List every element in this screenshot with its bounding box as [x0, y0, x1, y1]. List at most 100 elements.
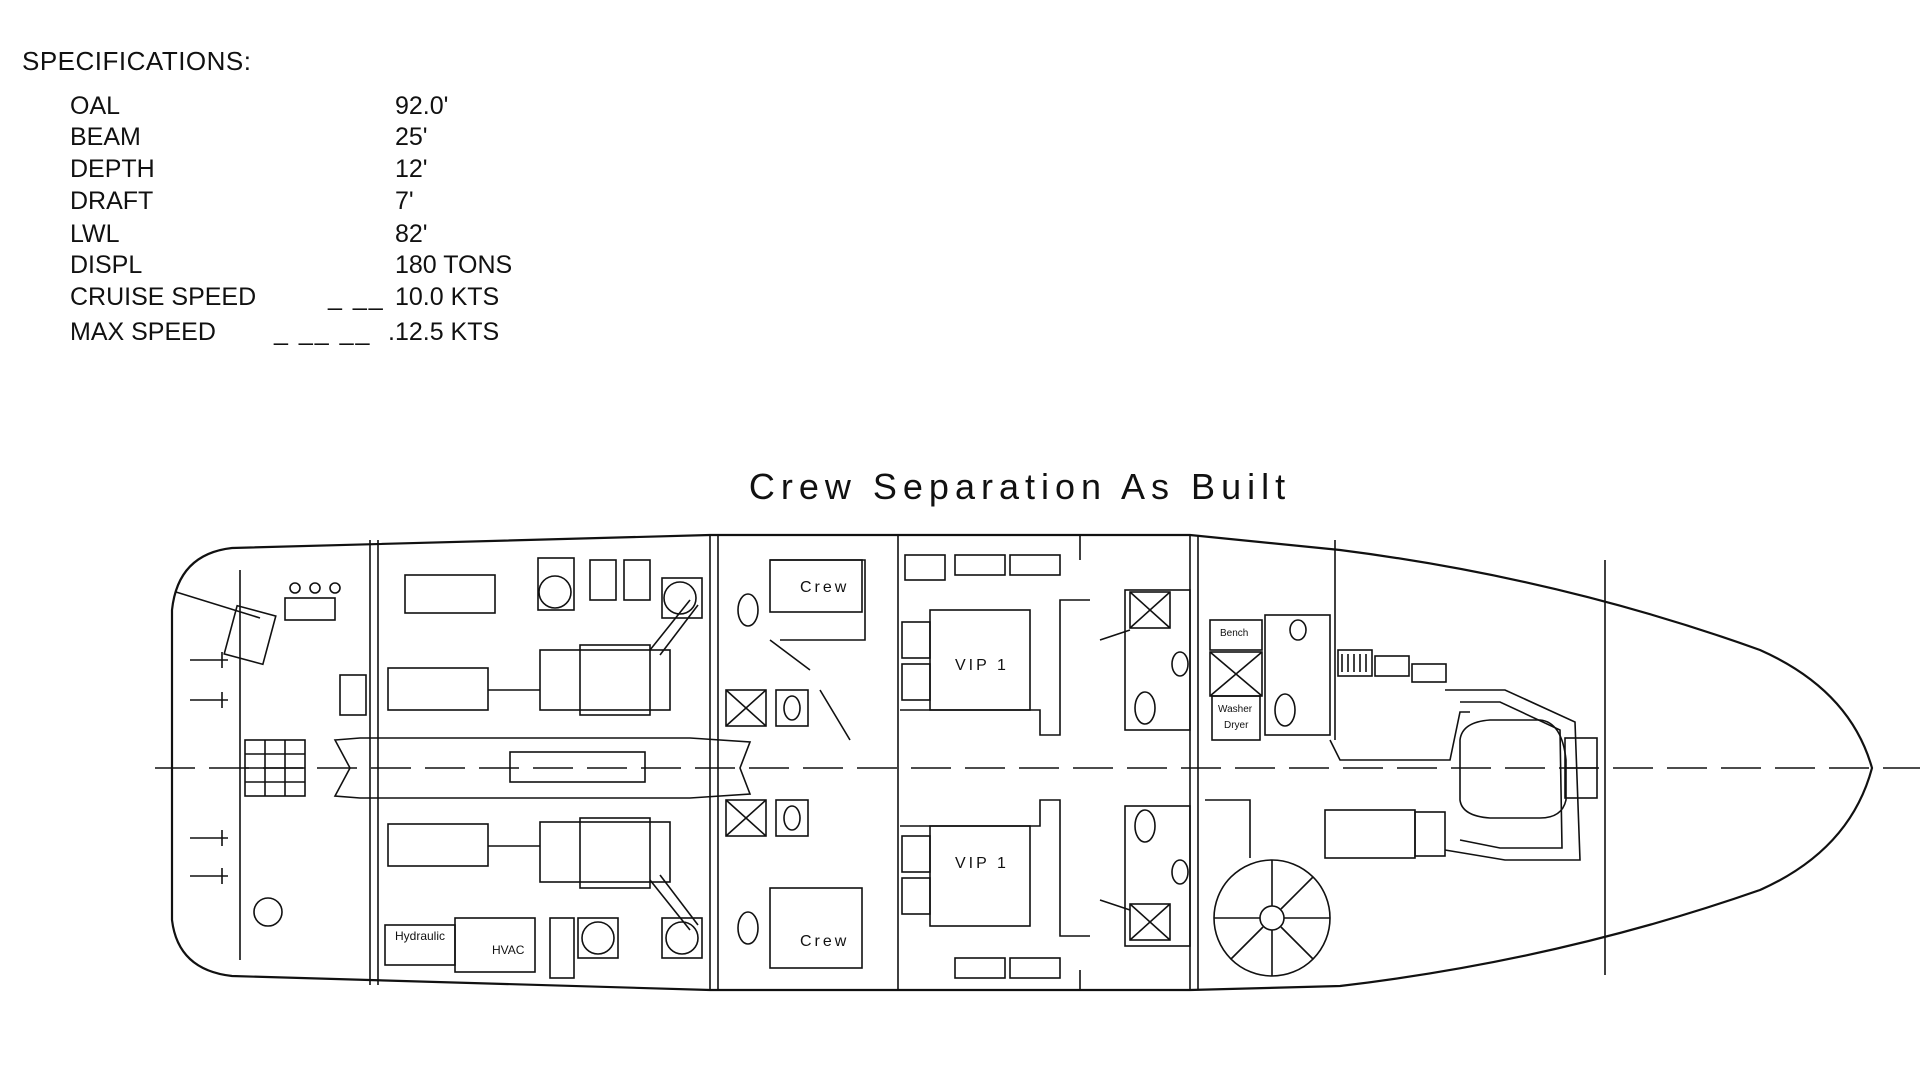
- crew-bunk-bottom: [769, 887, 863, 969]
- shower-mark: [1129, 591, 1171, 629]
- spec-value: 25': [395, 123, 428, 151]
- locker: [223, 604, 277, 666]
- bollard: [190, 659, 228, 877]
- spiral-stair-core: [1259, 905, 1285, 931]
- shower: [1129, 903, 1171, 941]
- spec-label: DRAFT: [70, 187, 154, 215]
- toilet: [1134, 691, 1156, 725]
- forepeak: [1444, 689, 1581, 861]
- exhaust: [659, 604, 699, 656]
- tank-frame: [661, 917, 703, 959]
- door-swing: [1099, 629, 1131, 911]
- tank-frame: [661, 577, 703, 619]
- engine-room-hatch: [509, 751, 646, 783]
- panel: [589, 559, 617, 601]
- vip-nightstand: [901, 663, 931, 701]
- spec-label: DEPTH: [70, 155, 155, 183]
- water-maker: [284, 597, 336, 621]
- sink-bowl: [783, 695, 801, 721]
- closet: [954, 957, 1006, 979]
- storage-rack: [1337, 649, 1373, 677]
- shower-mark: [725, 689, 767, 727]
- vip-nightstand: [901, 621, 931, 659]
- closet: [954, 554, 1006, 576]
- hvac-label: HVAC: [492, 943, 525, 957]
- sink-bowl: [1171, 859, 1189, 885]
- cleat: [329, 582, 341, 594]
- spec-value: 12': [395, 155, 428, 183]
- main-engine: [539, 649, 671, 711]
- tank: [581, 921, 615, 955]
- crew-bunk-top: [769, 559, 863, 613]
- spec-label: BEAM: [70, 123, 141, 151]
- vanity: [904, 554, 946, 581]
- hvac-unit: [454, 917, 536, 973]
- washer-label: Washer: [1218, 704, 1253, 715]
- spec-value: 82': [395, 220, 428, 248]
- tank: [665, 921, 699, 955]
- toilet: [737, 911, 759, 945]
- spec-value: 180 TONS: [395, 251, 513, 279]
- vip-head-top: [1124, 589, 1191, 731]
- toilet: [1134, 809, 1156, 843]
- toilet: [737, 593, 759, 627]
- hull-outline: [170, 533, 1874, 992]
- tank-frame: [537, 557, 575, 611]
- spec-label: CRUISE SPEED: [70, 283, 257, 311]
- vip-label-top: VIP 1: [955, 657, 1009, 674]
- sink-bowl: [783, 805, 801, 831]
- sink: [775, 799, 809, 837]
- sink-bowl: [1289, 619, 1307, 641]
- shower: [725, 799, 767, 837]
- exhaust: [649, 599, 691, 651]
- main-engine: [539, 821, 671, 883]
- cleat: [289, 582, 301, 594]
- vip-label-bottom: VIP 1: [955, 855, 1009, 872]
- vip-nightstand: [901, 835, 931, 873]
- panel: [623, 559, 651, 601]
- panel: [549, 917, 575, 979]
- vip-nightstand: [901, 877, 931, 915]
- crew-label-bottom: Crew: [800, 933, 849, 950]
- anchor-windlass: [1459, 719, 1567, 819]
- spec-value: 7': [395, 187, 414, 215]
- bunk: [1324, 809, 1416, 859]
- storage: [1009, 554, 1061, 576]
- shower-mark: [1209, 651, 1263, 697]
- hydraulic-label: Hydraulic: [395, 929, 445, 943]
- sink: [775, 689, 809, 727]
- vip-bed-bottom: [929, 825, 1031, 927]
- cabinet: [1411, 663, 1447, 683]
- tank-frame: [577, 917, 619, 959]
- spec-leader-dashes: _ __: [328, 283, 385, 311]
- cleat: [309, 582, 321, 594]
- life-raft: [253, 897, 283, 927]
- bench-label: Bench: [1220, 628, 1248, 639]
- forepeak-inner: [1459, 701, 1563, 849]
- vip-cabin-bottom: [900, 799, 1090, 937]
- spec-label: OAL: [70, 92, 121, 120]
- generator: [387, 823, 489, 867]
- diagram-title: Crew Separation As Built: [748, 466, 1292, 507]
- engine-room-corridor: [333, 737, 752, 799]
- stair-rail: [1205, 799, 1251, 858]
- generator: [387, 667, 489, 711]
- crew-label-top: Crew: [800, 579, 849, 596]
- main-engine-block: [579, 817, 651, 889]
- spec-label: DISPL: [70, 251, 143, 279]
- shower: [1129, 591, 1171, 629]
- generator: [404, 574, 496, 614]
- shower-mark: [725, 799, 767, 837]
- spec-value: .12.5 KTS: [388, 318, 500, 346]
- storage: [1009, 957, 1061, 979]
- crew-cabin-top: [770, 559, 866, 641]
- sink-bowl: [1171, 651, 1189, 677]
- spec-label: MAX SPEED: [70, 318, 216, 346]
- cabinet: [1374, 655, 1410, 677]
- vip-head-bottom: [1124, 805, 1191, 947]
- dryer-label: Dryer: [1224, 720, 1249, 731]
- shower: [725, 689, 767, 727]
- spec-value: 92.0': [395, 92, 449, 120]
- bunk-cabinet: [1414, 811, 1446, 857]
